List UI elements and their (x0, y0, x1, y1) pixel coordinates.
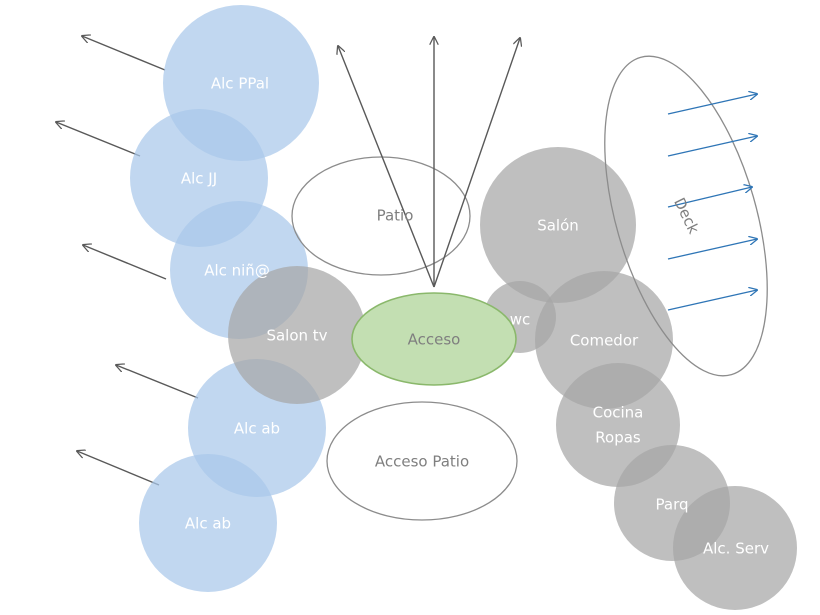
arrow-acceso-left (338, 46, 435, 288)
acceso-patio-ellipse (326, 401, 518, 521)
acceso-ellipse (351, 292, 517, 386)
label-alc-ab-1: Alc ab (234, 420, 280, 438)
alc-serv-circle (673, 486, 797, 610)
deck-arrow-2 (667, 136, 757, 157)
label-salon-tv: Salon tv (266, 327, 327, 345)
label-comedor: Comedor (570, 332, 639, 350)
label-salon: Salón (537, 217, 579, 235)
salon-tv-circle (228, 266, 366, 404)
deck-arrow-5 (667, 290, 757, 311)
alc-ab-2-circle (139, 454, 277, 592)
label-alc-jj: Alc JJ (181, 170, 217, 188)
service-circles (228, 147, 797, 610)
label-alc-ppal: Alc PPal (211, 75, 269, 93)
acceso-arrows (338, 37, 520, 288)
label-deck: Deck (670, 195, 703, 237)
deck-arrow-3 (667, 187, 752, 208)
label-cocina: Cocina (593, 404, 644, 422)
salon-circle (480, 147, 636, 303)
label-acceso: Acceso (408, 331, 461, 349)
labels: Alc PPal Alc JJ Alc niñ@ Salon tv Alc ab… (181, 75, 769, 558)
arrow-alc-ppal (82, 36, 166, 71)
patio-ellipse (291, 156, 471, 276)
label-acceso-patio: Acceso Patio (375, 453, 469, 471)
arrow-alc-ab-2 (77, 451, 160, 486)
label-alc-ab-2: Alc ab (185, 515, 231, 533)
arrow-alc-nino (83, 245, 167, 280)
arrow-alc-ab-1 (116, 365, 199, 399)
label-alc-serv: Alc. Serv (703, 540, 769, 558)
label-patio: Patio (377, 207, 414, 225)
label-alc-nino: Alc niñ@ (204, 262, 270, 280)
label-parq: Parq (656, 496, 689, 514)
deck-arrows (667, 94, 757, 311)
deck-arrow-1 (667, 94, 757, 115)
arrow-alc-jj (56, 122, 141, 157)
label-wc: wc (510, 311, 531, 329)
deck-arrow-4 (667, 239, 757, 260)
label-ropas: Ropas (595, 429, 641, 447)
arrow-acceso-right (433, 38, 520, 288)
bedroom-arrows (56, 36, 199, 486)
deck-ellipse (604, 55, 768, 377)
